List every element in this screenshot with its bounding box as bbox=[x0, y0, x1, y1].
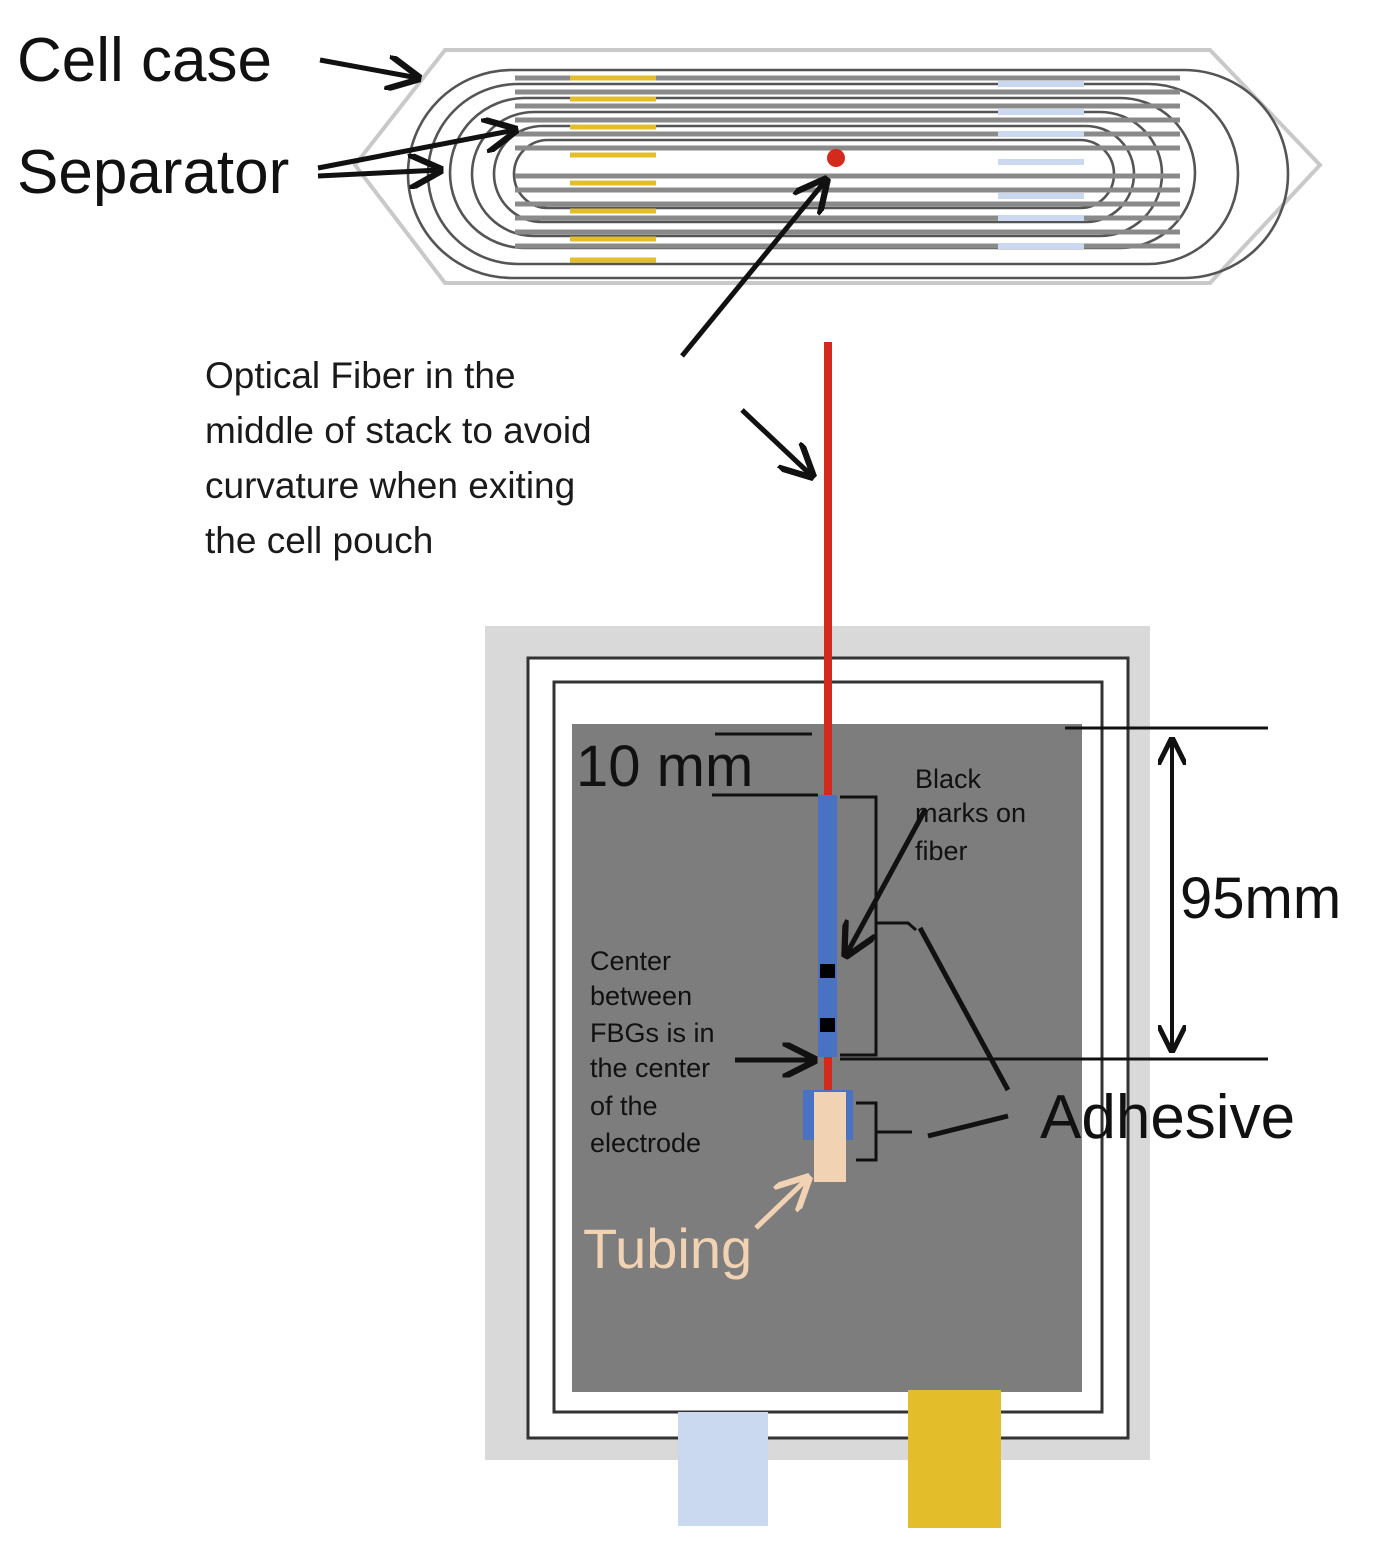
separator-label: Separator bbox=[17, 138, 289, 207]
tubing-label: Tubing bbox=[583, 1217, 752, 1280]
fiber-note-arrow-down bbox=[740, 408, 812, 476]
fiber-bare-top bbox=[824, 342, 832, 797]
fbg-mark-2 bbox=[820, 1018, 835, 1032]
black-marks-arrow bbox=[846, 808, 928, 955]
coating-bracket-pointer bbox=[876, 921, 917, 932]
electrode-layers bbox=[515, 75, 1180, 249]
optical-fiber bbox=[803, 342, 853, 1182]
center-note: Center between FBGs is in the center of … bbox=[590, 946, 722, 1158]
negative-current-collectors bbox=[570, 75, 656, 263]
black-marks-label: Black marks on fiber bbox=[915, 764, 1034, 866]
tubing bbox=[814, 1092, 846, 1182]
cell-cross-section bbox=[352, 48, 1323, 285]
fiber-note-arrow-up bbox=[680, 180, 826, 358]
separator-arrows bbox=[317, 130, 515, 176]
ninety-five-mm-label: 95mm bbox=[1180, 866, 1341, 931]
adhesive-label: Adhesive bbox=[1040, 1083, 1295, 1152]
tubing-bracket bbox=[856, 1101, 912, 1162]
cell-case-label: Cell case bbox=[17, 26, 272, 95]
fiber-coating bbox=[818, 795, 837, 1057]
fiber-note: Optical Fiber in the middle of stack to … bbox=[205, 355, 602, 561]
positive-tab bbox=[678, 1412, 768, 1526]
tubing-arrow bbox=[754, 1178, 808, 1230]
adhesive-leaders bbox=[917, 926, 1011, 1139]
ten-mm-label: 10 mm bbox=[576, 734, 753, 799]
fiber-cross-section-dot bbox=[827, 149, 845, 167]
fbg-mark-1 bbox=[820, 964, 835, 978]
positive-current-collectors bbox=[998, 81, 1084, 249]
fiber-bare-bottom bbox=[824, 1057, 832, 1097]
negative-tab bbox=[908, 1390, 1001, 1528]
cell-case-arrow bbox=[319, 60, 418, 78]
